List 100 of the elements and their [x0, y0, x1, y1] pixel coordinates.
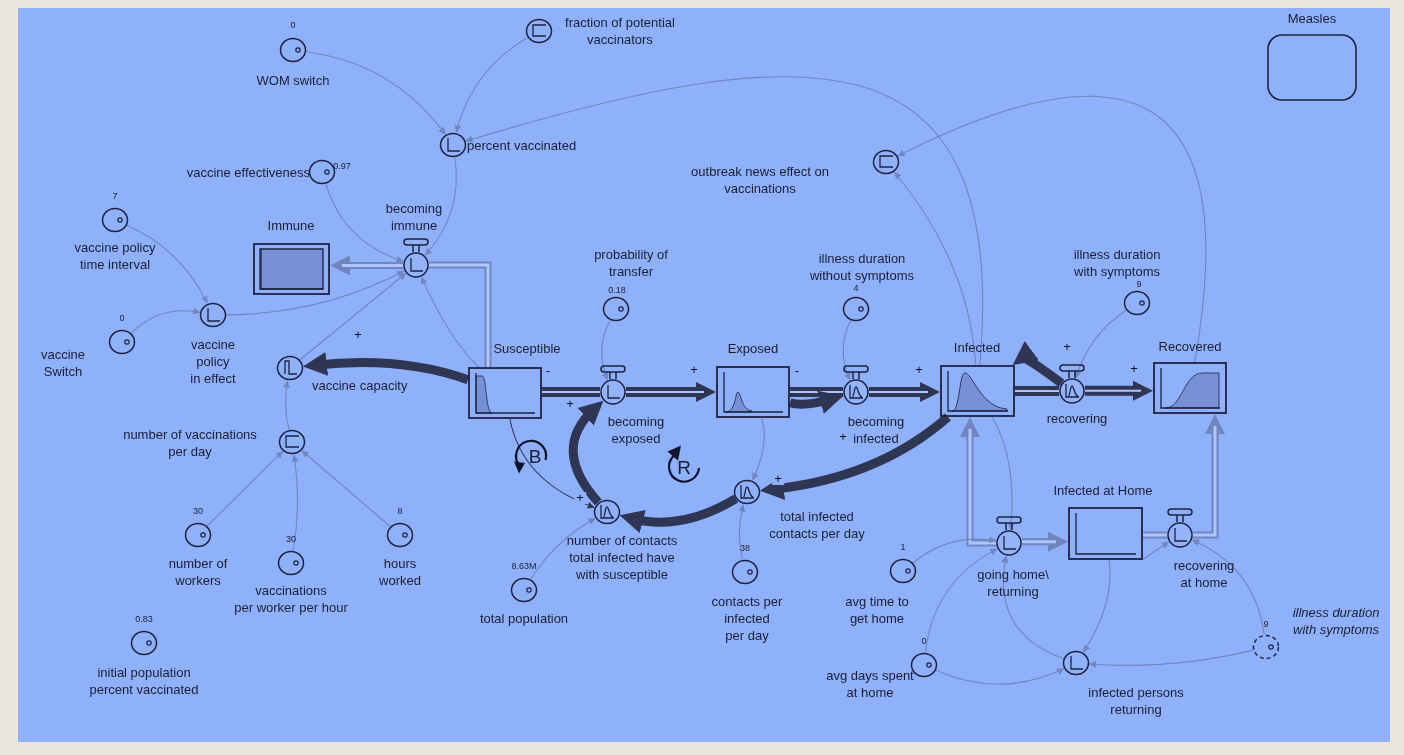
polarity-sign: +	[564, 398, 576, 410]
link-arrow	[1142, 541, 1170, 561]
polarity-sign: +	[688, 364, 700, 376]
variable-label: becoming infected	[847, 413, 905, 447]
variable-label: outbreak news effect on vaccinations	[691, 163, 829, 197]
link-arrow	[752, 417, 765, 481]
polarity-sign: +	[1128, 363, 1140, 375]
link-arrow	[842, 320, 851, 381]
variable-label: vaccinations per worker per hour	[234, 582, 348, 616]
value-label: 30	[286, 534, 296, 544]
variable-label: number of vaccinations per day	[123, 426, 257, 460]
link-arrow	[225, 270, 405, 316]
loop-label: R	[677, 458, 691, 478]
link-arrow	[738, 503, 746, 560]
variable-label: illness duration without symptoms	[810, 250, 914, 284]
link-arrow	[454, 37, 529, 133]
variable-label: infected persons returning	[1088, 684, 1184, 718]
variable-label: recovering at home	[1173, 557, 1235, 591]
link-arrow	[912, 536, 997, 564]
link-arrow	[530, 517, 597, 580]
variable-label: vaccine Switch	[40, 346, 86, 380]
value-label: 0.83	[135, 614, 153, 624]
variable-label: illness duration with symptoms	[1073, 246, 1161, 280]
link-arrow	[305, 51, 446, 136]
value-label: 38	[740, 543, 750, 553]
link-arrow	[420, 276, 479, 368]
link-arrow	[1088, 649, 1254, 668]
polarity-sign: +	[574, 492, 586, 504]
causal-arrow	[568, 400, 603, 506]
variable-label: recovering	[1046, 410, 1108, 427]
polarity-sign: +	[772, 473, 784, 485]
value-label: 0	[921, 636, 927, 646]
variable-label: total infected contacts per day	[769, 508, 865, 542]
variable-label: illness duration with symptoms	[1292, 604, 1380, 638]
variable-label: initial population percent vaccinated	[89, 664, 199, 698]
link-arrow	[301, 449, 391, 528]
link-arrow	[1074, 309, 1127, 380]
value-label: 9	[1263, 619, 1269, 629]
link-arrow	[924, 548, 998, 653]
variable-label: vaccine policy in effect	[190, 336, 236, 387]
value-label: 8.63M	[511, 561, 537, 571]
variable-label: vaccine capacity	[312, 377, 408, 394]
polarity-sign: +	[837, 431, 849, 443]
stock-label: Immune	[267, 217, 315, 234]
causal-arrow	[619, 494, 739, 533]
variable-label: vaccine policy time interval	[74, 239, 156, 273]
stock-label: Measles	[1287, 10, 1337, 27]
link-arrow	[126, 224, 208, 304]
value-label: 7	[112, 191, 118, 201]
link-arrow	[893, 171, 977, 366]
polarity-sign: +	[352, 329, 364, 341]
link-arrow	[897, 95, 1207, 363]
link-arrow	[509, 418, 596, 509]
link-arrow	[424, 157, 457, 256]
stock-label: Susceptible	[493, 340, 561, 357]
polarity-sign: +	[1061, 341, 1073, 353]
link-arrow	[130, 307, 201, 334]
variable-label: vaccine effectiveness	[186, 164, 310, 181]
variable-label: total population	[479, 610, 569, 627]
value-label: 4	[853, 283, 859, 293]
value-label: 0.18	[608, 285, 626, 295]
variable-label: going home\ returning	[977, 566, 1049, 600]
causal-arrow	[1010, 344, 1065, 387]
variable-label: avg days spent at home	[826, 667, 914, 701]
stock-label: Infected at Home	[1053, 482, 1153, 499]
value-label: 0	[290, 20, 296, 30]
link-arrow	[601, 319, 611, 381]
causal-arrow	[788, 390, 844, 414]
variable-label: percent vaccinated	[467, 137, 577, 154]
value-label: 30	[193, 506, 203, 516]
link-arrow	[1191, 539, 1265, 635]
link-arrow	[991, 416, 1015, 531]
value-label: 9	[1136, 279, 1142, 289]
stock-label: Exposed	[727, 340, 779, 357]
link-arrow	[291, 454, 299, 551]
value-label: 0	[119, 313, 125, 323]
link-arrow	[1001, 555, 1065, 660]
value-label: 1	[900, 542, 906, 552]
stock-label: Infected	[953, 339, 1001, 356]
loop-label: B	[528, 447, 542, 467]
value-label: 0.97	[333, 161, 351, 171]
variable-label: fraction of potential vaccinators	[565, 14, 675, 48]
variable-label: hours worked	[379, 555, 421, 589]
value-label: 8	[397, 506, 403, 516]
variable-label: avg time to get home	[845, 593, 909, 627]
variable-label: number of contacts total infected have with susceptible	[566, 532, 678, 583]
link-arrow	[464, 77, 983, 366]
link-arrow	[325, 183, 405, 263]
variable-label: probability of transfer	[594, 246, 668, 280]
variable-label: contacts per infected per day	[711, 593, 783, 644]
polarity-sign: +	[913, 364, 925, 376]
variable-label: number of workers	[168, 555, 228, 589]
link-arrow	[299, 272, 407, 361]
link-arrow	[282, 380, 290, 430]
variable-label: becoming immune	[385, 200, 443, 234]
causal-arrow	[759, 413, 951, 500]
causal-arrow	[302, 352, 470, 385]
variable-label: becoming exposed	[607, 413, 665, 447]
link-arrow	[206, 450, 284, 527]
variable-label: WOM switch	[256, 72, 330, 89]
